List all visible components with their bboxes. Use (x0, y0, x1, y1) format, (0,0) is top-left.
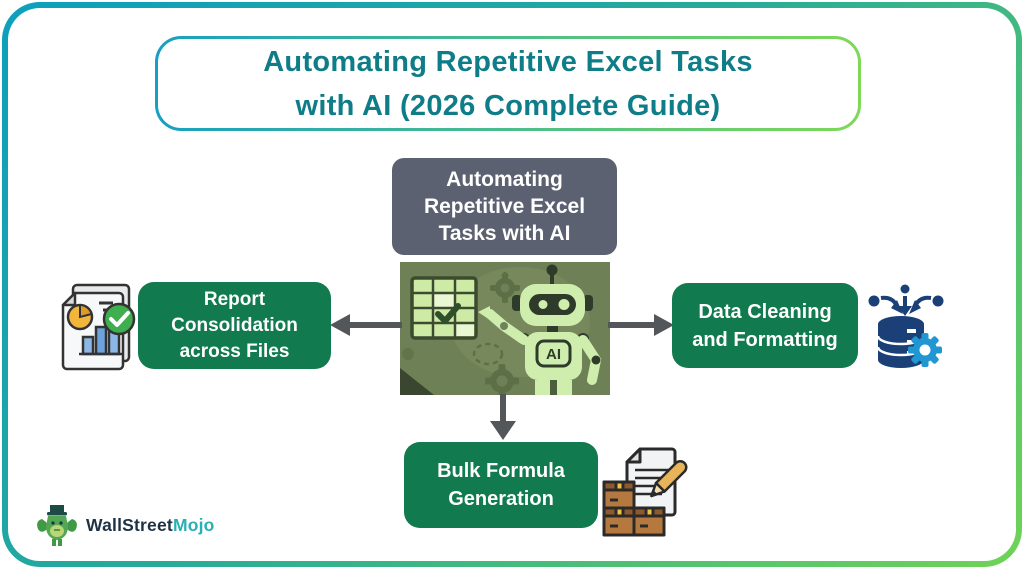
node-cleaning-line2: and Formatting (692, 328, 838, 351)
wallstreetmojo-logo: WallStreetMojo (34, 503, 215, 547)
wallstreetmojo-bull-mascot-icon (37, 505, 77, 546)
logo-text-wallstreet: WallStreet (86, 514, 173, 535)
node-data-cleaning: Data Cleaning and Formatting (672, 283, 858, 368)
document-with-pencil-and-boxes-icon (602, 447, 688, 537)
robot-ai-badge: AI (546, 346, 561, 363)
page-title-line2: with AI (2026 Complete Guide) (295, 89, 721, 122)
central-topic-box: Automating Repetitive Excel Tasks with A… (392, 158, 617, 255)
report-document-with-charts-and-checkmark-icon (61, 283, 136, 371)
central-topic-line1: Automating (446, 168, 563, 191)
node-report-line3: across Files (179, 340, 290, 362)
database-with-incoming-arrows-and-gear-icon (868, 284, 944, 368)
node-bulk-formula: Bulk Formula Generation (404, 442, 598, 528)
wallstreetmojo-logo-text: WallStreetMojo (86, 515, 215, 536)
node-report-line2: Consolidation (171, 314, 298, 336)
arrow-right-icon (608, 314, 674, 336)
node-formula-line2: Generation (448, 488, 554, 510)
node-report-consolidation: Report Consolidation across Files (138, 282, 331, 369)
node-formula-line1: Bulk Formula (437, 460, 565, 482)
logo-text-mojo: Mojo (172, 514, 215, 535)
robot-ai-pointing-at-spreadsheet-illustration: AI (400, 262, 610, 395)
node-report-line1: Report (203, 288, 266, 310)
node-cleaning-line1: Data Cleaning (698, 300, 832, 323)
arrow-left-icon (330, 314, 402, 336)
robot-figure: AI (478, 264, 602, 395)
arrow-down-icon (490, 394, 516, 440)
title-box: Automating Repetitive Excel Tasks with A… (155, 36, 861, 131)
spreadsheet-grid-icon (410, 276, 478, 340)
central-topic-line3: Tasks with AI (438, 222, 571, 245)
central-topic-line2: Repetitive Excel (423, 195, 586, 218)
page-title-line1: Automating Repetitive Excel Tasks (263, 45, 753, 78)
